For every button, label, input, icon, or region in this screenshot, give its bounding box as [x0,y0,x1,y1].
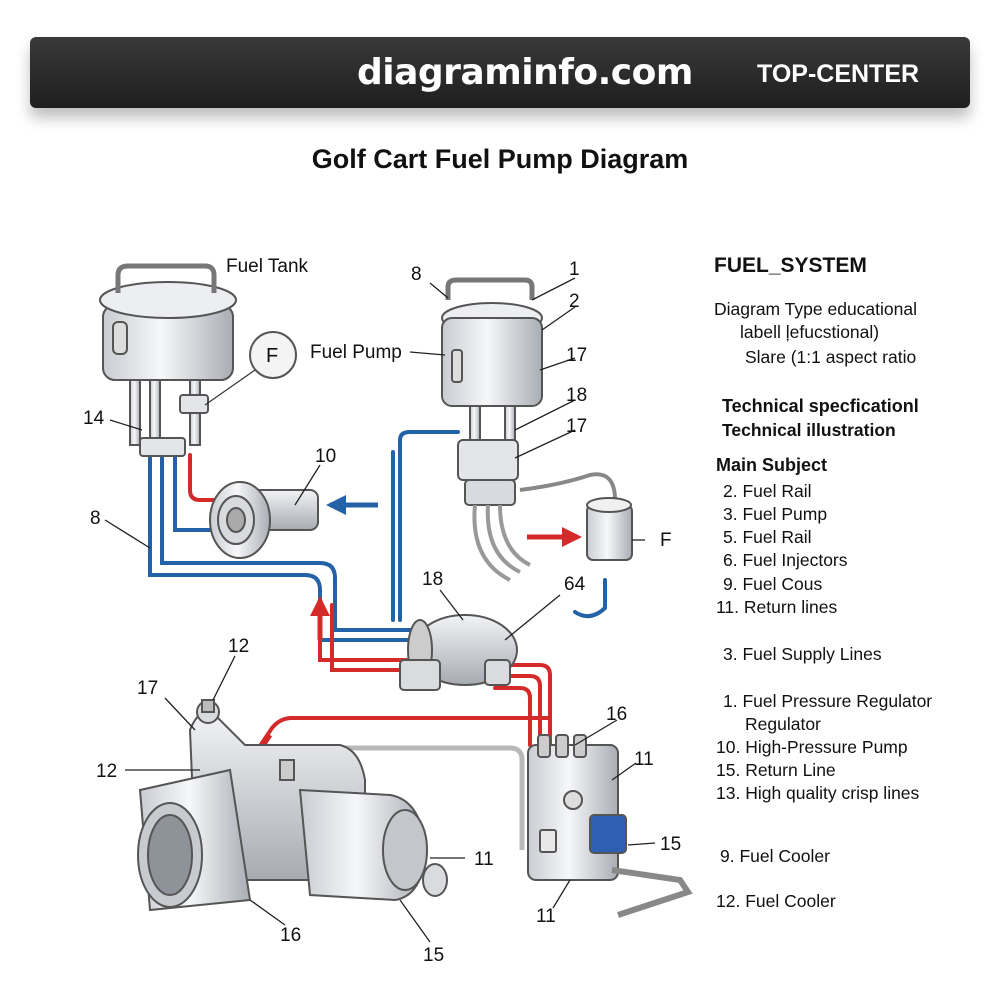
label-11-b: 11 [474,849,494,870]
legend-item: 15. Return Line [716,760,836,780]
label-14: 14 [83,408,105,429]
supply-lines [148,430,607,642]
pressure-lines [188,453,552,757]
position-tag: TOP-CENTER [757,60,920,88]
label-17-b: 17 [566,416,587,437]
f-circle [249,331,297,379]
legend-supply: 3. Fuel Supply Lines [723,644,882,664]
fuel-tank [99,263,237,457]
legend-item: 9. Fuel Cous [723,574,823,594]
label-17-a: 17 [566,345,587,366]
center-pump [399,614,518,691]
fuel-pump-assembly [441,277,617,582]
legend-tech-1: Technical specficationl [722,396,919,416]
legend-item: 10. High-Pressure Pump [716,737,908,757]
legend-diagram-type-1: Diagram Type educational [714,299,917,319]
header-bar [30,37,970,108]
label-16-bottom: 16 [280,925,301,946]
label-11-a: 11 [634,749,654,770]
high-pressure-pump [527,734,693,918]
legend-item: 13. High quality crisp lines [716,783,920,803]
legend-main-subject: Main Subject [716,455,828,475]
label-1: 1 [569,259,580,280]
label-11-c: 11 [536,906,556,927]
engine-assembly [137,699,448,912]
label-18-b: 18 [422,569,443,590]
leader-lines [104,277,656,943]
label-12-left: 12 [96,761,117,782]
label-17-c: 17 [137,678,158,699]
label-fuel-tank: Fuel Tank [226,256,309,277]
legend-item: 2. Fuel Rail [723,481,812,501]
label-f-filter: F [660,530,672,551]
legend-diagram-type-3: Slare (1:1 aspect ratio [745,347,917,367]
legend-diagram-type-2: labell ļefucstional) [740,322,880,342]
label-12-top: 12 [228,636,249,657]
label-fuel-pump: Fuel Pump [310,342,402,363]
label-15-a: 15 [660,834,681,855]
legend-system-title: FUEL_SYSTEM [714,254,867,277]
label-16-right: 16 [606,704,627,725]
legend-item: 5. Fuel Rail [723,527,812,547]
label-10: 10 [315,446,336,467]
legend-tech-2: Technical illustration [722,420,896,440]
legend-item: Regulator [745,714,821,734]
page-title: Golf Cart Fuel Pump Diagram [311,144,689,174]
label-f-circle: F [266,345,278,367]
site-name[interactable]: diagraminfo.com [357,52,693,93]
legend-item: 1. Fuel Pressure Regulator [723,691,933,711]
fuel-filter [586,497,633,561]
legend-cooler-2: 12. Fuel Cooler [716,891,836,911]
legend-cooler-1: 9. Fuel Cooler [720,846,830,866]
legend-item: 6. Fuel Injectors [723,550,848,570]
label-8-left: 8 [90,508,101,529]
legend-item: 11. Return lines [716,597,838,617]
label-64: 64 [564,574,586,595]
label-15-b: 15 [423,945,444,966]
legend-item: 3. Fuel Pump [723,504,828,524]
round-pump [209,481,319,559]
label-2: 2 [569,291,580,312]
label-18-a: 18 [566,385,587,406]
label-8-top: 8 [411,264,422,285]
